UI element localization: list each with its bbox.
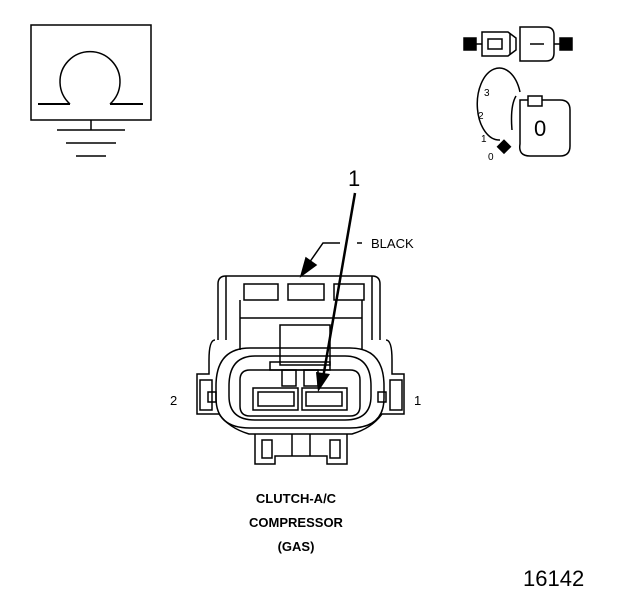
callout-number: 1 [348, 166, 361, 191]
key-position-0: 0 [488, 152, 494, 163]
component-caption: CLUTCH-A/C COMPRESSOR (GAS) [196, 487, 396, 559]
caption-line-3: (GAS) [277, 539, 315, 554]
wire-color-label: BLACK [371, 236, 414, 251]
connector-pictogram-icon [463, 26, 573, 62]
key-position-2: 2 [478, 111, 484, 122]
caption-line-1: CLUTCH-A/C [255, 491, 337, 506]
wire-color-pointer [299, 242, 362, 278]
ignition-key-icon [476, 67, 571, 157]
ohm-ground-icon [30, 24, 152, 157]
pin-label-left: 2 [170, 393, 178, 408]
key-position-1: 1 [481, 134, 487, 145]
connector-body [196, 275, 405, 465]
pin-label-right: 1 [414, 393, 422, 408]
key-label: 0 [534, 116, 547, 141]
figure-number: 16142 [523, 566, 585, 591]
caption-line-2: COMPRESSOR [249, 515, 343, 530]
key-position-3: 3 [484, 88, 490, 99]
callout-leader [316, 192, 357, 392]
